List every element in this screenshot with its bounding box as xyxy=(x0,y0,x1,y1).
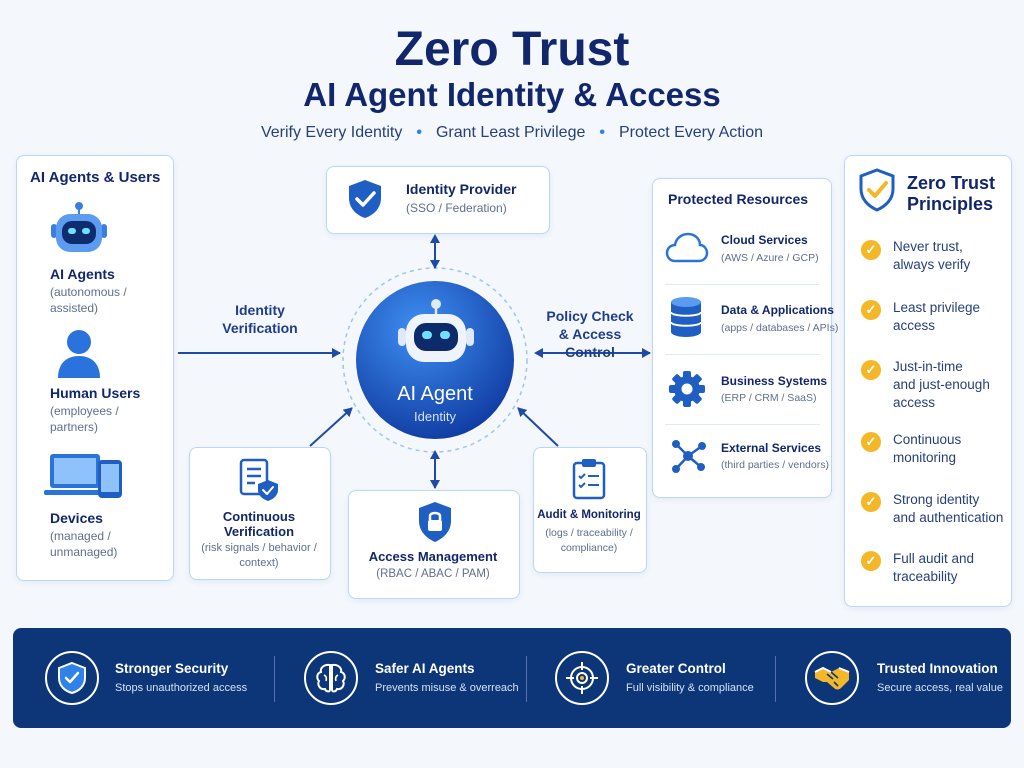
handshake-icon xyxy=(814,666,850,690)
policy-check-label: Policy Check& Access Control xyxy=(546,308,634,360)
check-icon: ✓ xyxy=(861,360,881,380)
center-agent-subtitle: Identity xyxy=(414,409,456,424)
tagline-item: Protect Every Action xyxy=(618,124,764,141)
resource-desc: (third parties / vendors) xyxy=(721,459,829,471)
audit-monitoring-sub: (logs / traceability /compliance) xyxy=(545,527,633,554)
devices-icon xyxy=(44,454,122,498)
resources-panel xyxy=(652,178,832,498)
robot-icon xyxy=(398,299,474,362)
arrow-audit-center xyxy=(517,407,559,447)
benefit-icon-ring xyxy=(555,651,609,705)
cloud-icon xyxy=(665,232,709,263)
check-icon: ✓ xyxy=(861,432,881,452)
center-agent-title: AI Agent xyxy=(397,383,473,405)
page-subtitle: AI Agent Identity & Access xyxy=(303,76,721,113)
benefit-title: Safer AI Agents xyxy=(375,661,475,676)
divider xyxy=(665,424,820,425)
principle-item: Never trust,always verify xyxy=(893,239,971,272)
tagline-item: Verify Every Identity xyxy=(260,124,403,141)
bullet-icon: • xyxy=(599,124,605,141)
shield-check-icon xyxy=(58,661,86,695)
target-icon xyxy=(566,662,598,694)
actor-name: AI Agents xyxy=(50,266,115,282)
benefit-title: Stronger Security xyxy=(115,661,229,676)
access-management-sub: (RBAC / ABAC / PAM) xyxy=(376,568,490,580)
robot-icon xyxy=(51,202,107,252)
arrow-verification-center xyxy=(309,407,353,447)
resource-desc: (apps / databases / APIs) xyxy=(721,322,839,334)
continuous-verification-sub: (risk signals / behavior /context) xyxy=(201,542,317,569)
divider xyxy=(526,656,527,702)
access-management-title: Access Management xyxy=(368,549,498,564)
gear-icon xyxy=(669,371,705,407)
resource-name: Business Systems xyxy=(721,374,828,388)
benefit-sub: Stops unauthorized access xyxy=(115,682,248,694)
shield-check-icon xyxy=(859,168,895,212)
principles-panel xyxy=(844,155,1012,607)
actor-desc: (autonomous /assisted) xyxy=(50,285,127,315)
identity-provider-sub: (SSO / Federation) xyxy=(406,201,507,215)
check-icon: ✓ xyxy=(861,551,881,571)
benefit-sub: Prevents misuse & overreach xyxy=(375,682,519,694)
actor-name: Devices xyxy=(50,510,103,526)
lock-shield-icon xyxy=(419,502,451,542)
actors-heading: AI Agents & Users xyxy=(30,169,161,186)
resource-name: External Services xyxy=(721,441,822,455)
brain-icon xyxy=(316,663,346,693)
benefit-sub: Secure access, real value xyxy=(877,682,1003,694)
resource-name: Cloud Services xyxy=(721,233,808,247)
divider xyxy=(775,656,776,702)
tagline: Verify Every Identity • Grant Least Privil… xyxy=(0,124,1024,142)
page-title: Zero Trust xyxy=(394,23,630,76)
user-icon xyxy=(58,330,100,378)
actor-desc: (employees /partners) xyxy=(50,404,119,434)
bullet-icon: • xyxy=(416,124,422,141)
resource-desc: (AWS / Azure / GCP) xyxy=(721,252,819,264)
benefit-sub: Full visibility & compliance xyxy=(626,682,754,694)
check-icon: ✓ xyxy=(861,300,881,320)
benefit-title: Greater Control xyxy=(626,661,726,676)
benefit-icon-ring xyxy=(805,651,859,705)
clipboard-icon xyxy=(572,459,606,500)
actor-desc: (managed /unmanaged) xyxy=(50,529,118,559)
network-icon xyxy=(672,440,706,473)
benefits-banner xyxy=(13,628,1011,728)
benefit-icon-ring xyxy=(304,651,358,705)
tagline-item: Grant Least Privilege xyxy=(435,124,586,141)
divider xyxy=(274,656,275,702)
resource-name: Data & Applications xyxy=(721,303,834,317)
document-shield-icon xyxy=(239,458,278,501)
actor-name: Human Users xyxy=(50,385,141,401)
identity-provider-title: Identity Provider xyxy=(406,181,517,197)
audit-monitoring-title: Audit & Monitoring xyxy=(537,509,641,521)
check-icon: ✓ xyxy=(861,492,881,512)
database-icon xyxy=(670,297,702,337)
benefit-title: Trusted Innovation xyxy=(877,661,998,676)
benefit-icon-ring xyxy=(45,651,99,705)
check-icon: ✓ xyxy=(861,240,881,260)
shield-check-icon xyxy=(349,180,381,218)
resources-heading: Protected Resources xyxy=(668,191,809,207)
resource-desc: (ERP / CRM / SaaS) xyxy=(721,392,817,404)
divider xyxy=(665,284,820,285)
divider xyxy=(665,354,820,355)
